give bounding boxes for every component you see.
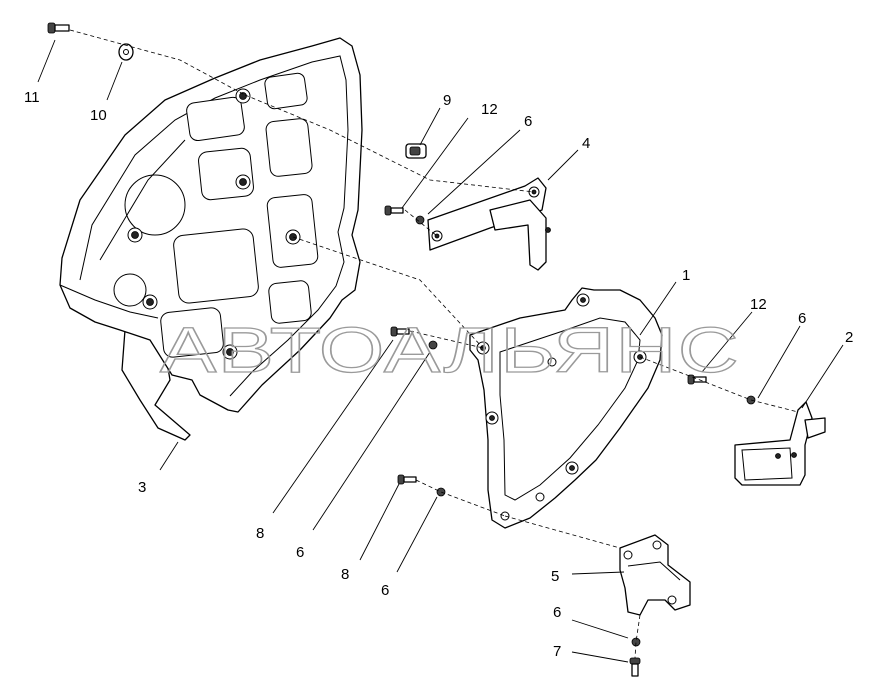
u-bracket-part-2: [734, 401, 826, 486]
bolt-part-8-low: [397, 474, 417, 485]
bolt-part-8-mid: [390, 326, 410, 337]
washer-part-6-upper: [415, 215, 425, 225]
callout-10: 10: [90, 107, 107, 124]
watermark-text: АВТОАЛЬЯНС: [160, 314, 740, 386]
callout-6-bottom: 6: [553, 604, 561, 621]
callout-8-low: 8: [341, 566, 349, 583]
callout-5: 5: [551, 568, 559, 585]
callout-12-right: 12: [750, 296, 767, 313]
callout-8-mid: 8: [256, 525, 264, 542]
angle-bracket-part-4: [427, 177, 551, 271]
callout-3: 3: [138, 479, 146, 496]
assembly-axes: [69, 29, 799, 659]
callout-11: 11: [24, 89, 40, 106]
washer-part-6-mid: [428, 340, 438, 350]
callout-2: 2: [845, 329, 853, 346]
leader-lines: [37, 39, 844, 663]
bolt-part-12-upper: [384, 205, 404, 216]
fasteners: [47, 22, 756, 677]
bolt-part-11: [47, 22, 70, 34]
callout-4: 4: [582, 135, 590, 152]
callout-12-upper: 12: [481, 101, 498, 118]
washer-part-6-low: [436, 487, 446, 497]
nut-part-9: [405, 143, 427, 159]
callout-labels: 11 10 9 12 6 4 1 12 6 2 3 8 6 8 6 5 6 7: [24, 89, 853, 660]
callout-7: 7: [553, 643, 561, 660]
shield-panel-part-3: [59, 37, 363, 441]
frame-bracket-part-1: [469, 287, 663, 529]
callout-1: 1: [682, 267, 690, 284]
callout-6-low: 6: [381, 582, 389, 599]
callout-9: 9: [443, 92, 451, 109]
bolt-part-7: [629, 657, 641, 677]
mount-bracket-part-5: [619, 534, 691, 616]
callout-6-mid: 6: [296, 544, 304, 561]
callout-6-upper: 6: [524, 113, 532, 130]
callout-6-right: 6: [798, 310, 806, 327]
